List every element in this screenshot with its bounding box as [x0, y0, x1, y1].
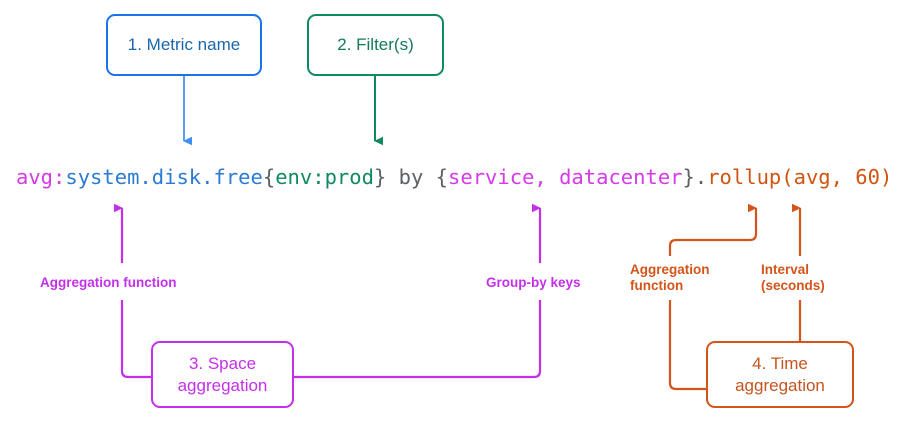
query-token-brace-close-2: }: [682, 165, 695, 189]
box-space-aggregation[interactable]: 3. Space aggregation: [151, 341, 294, 408]
query-token-group-keys: service, datacenter: [448, 165, 683, 189]
query-token-rollup: rollup(avg, 60): [707, 165, 893, 189]
query-token-aggregator: avg: [16, 165, 54, 189]
box-filters[interactable]: 2. Filter(s): [307, 14, 444, 76]
label-aggregation-function-space: Aggregation function: [40, 275, 177, 290]
connector-space-right: [294, 300, 542, 379]
query-token-by-keyword: by: [386, 165, 436, 189]
box-time-aggregation[interactable]: 4. Time aggregation: [706, 341, 854, 408]
box-filters-label: 2. Filter(s): [337, 35, 414, 55]
query-token-brace-close-1: }: [373, 165, 387, 189]
query-token-filter: env:prod: [275, 165, 374, 189]
query-token-brace-open-1: {: [262, 165, 276, 189]
label-interval-seconds: Interval (seconds): [761, 262, 825, 294]
box-metric-name-label: 1. Metric name: [127, 35, 241, 55]
box-time-aggregation-label: 4. Time aggregation: [735, 354, 825, 395]
box-metric-name[interactable]: 1. Metric name: [106, 14, 262, 76]
query-token-metric-name: system.disk.free: [65, 165, 263, 189]
box-space-aggregation-label: 3. Space aggregation: [177, 354, 268, 395]
query-token-dot: .: [694, 165, 708, 189]
query-token-brace-open-2: {: [435, 165, 449, 189]
label-group-by-keys: Group-by keys: [486, 275, 581, 290]
metric-query-string[interactable]: avg:system.disk.free{env:prod} by {servi…: [16, 165, 906, 189]
arrow-rollup-aggregation-function: [668, 203, 758, 256]
connector-space-left: [120, 300, 151, 379]
query-token-colon: :: [53, 165, 66, 189]
connector-time-left: [668, 300, 706, 391]
label-aggregation-function-time: Aggregation function: [630, 262, 710, 294]
